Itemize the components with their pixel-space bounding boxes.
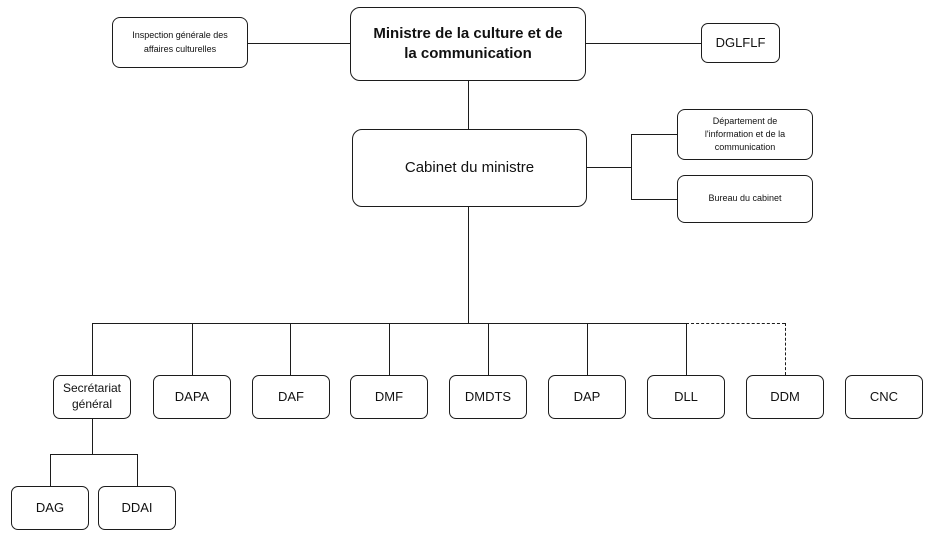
- node-cnc: CNC: [845, 375, 923, 419]
- connector-inspection-ministre: [248, 43, 350, 44]
- node-dglflf: DGLFLF: [701, 23, 780, 63]
- node-inspection-generale: Inspection générale des affaires culture…: [112, 17, 248, 68]
- drop-secretariat: [92, 323, 93, 375]
- connector-ministre-cabinet: [468, 81, 469, 129]
- node-ddai: DDAI: [98, 486, 176, 530]
- node-departement-information: Département de l'information et de la co…: [677, 109, 813, 160]
- node-label-line: Inspection générale des: [132, 30, 228, 41]
- node-ddm: DDM: [746, 375, 824, 419]
- node-dapa: DAPA: [153, 375, 231, 419]
- node-dag: DAG: [11, 486, 89, 530]
- node-daf: DAF: [252, 375, 330, 419]
- node-label-line: Ministre de la culture et de: [373, 24, 563, 42]
- drop-dll: [686, 323, 687, 375]
- drop-daf: [290, 323, 291, 375]
- node-label: DDAI: [121, 499, 153, 515]
- node-dll: DLL: [647, 375, 725, 419]
- node-label: Secrétariat général: [54, 381, 130, 412]
- node-label: DLL: [674, 388, 698, 404]
- connector-to-dept-info: [631, 134, 677, 135]
- drop-dap: [587, 323, 588, 375]
- node-label: Inspection générale des affaires culture…: [113, 29, 247, 55]
- node-cabinet-du-ministre: Cabinet du ministre: [352, 129, 587, 207]
- connector-right-riser: [631, 134, 632, 199]
- connector-to-bureau: [631, 199, 677, 200]
- node-dap: DAP: [548, 375, 626, 419]
- node-label: DAG: [35, 499, 65, 515]
- node-label: DGLFLF: [715, 34, 766, 50]
- node-label: Bureau du cabinet: [708, 193, 782, 204]
- node-label: DMF: [374, 388, 404, 404]
- node-label: DDM: [770, 388, 800, 404]
- node-label-line: Département de: [712, 115, 778, 126]
- drop-dmdts: [488, 323, 489, 375]
- node-ministre: Ministre de la culture et de la communic…: [350, 7, 586, 81]
- connector-secretariat-riser: [92, 419, 93, 454]
- node-label: DAPA: [174, 388, 210, 404]
- node-label-line: l'information et de la: [704, 128, 786, 139]
- drop-ddai: [137, 454, 138, 486]
- node-bureau-du-cabinet: Bureau du cabinet: [677, 175, 813, 223]
- connector-cabinet-right: [587, 167, 631, 168]
- node-label-line: communication: [714, 142, 776, 153]
- node-label: CNC: [869, 388, 899, 404]
- node-label: Ministre de la culture et de la communic…: [351, 24, 585, 65]
- node-label-line: Secrétariat: [62, 381, 122, 396]
- node-label: Cabinet du ministre: [404, 159, 535, 177]
- node-secretariat-general: Secrétariat général: [53, 375, 131, 419]
- node-label: DMDTS: [464, 388, 512, 404]
- drop-dmf: [389, 323, 390, 375]
- node-dmdts: DMDTS: [449, 375, 527, 419]
- node-label-line: affaires culturelles: [143, 43, 217, 54]
- drop-dag: [50, 454, 51, 486]
- node-dmf: DMF: [350, 375, 428, 419]
- drop-dapa: [192, 323, 193, 375]
- node-label-line: la communication: [404, 45, 532, 62]
- connector-ddm-dashed: [785, 323, 786, 375]
- secretariat-children-bus: [50, 454, 137, 455]
- node-label-line: général: [71, 397, 113, 411]
- connector-ministre-dglflf: [586, 43, 701, 44]
- node-label: Département de l'information et de la co…: [678, 115, 812, 154]
- node-label: DAP: [573, 388, 601, 404]
- directions-bus-dashed: [686, 323, 785, 324]
- node-label: DAF: [278, 388, 304, 404]
- connector-cabinet-bus: [468, 207, 469, 323]
